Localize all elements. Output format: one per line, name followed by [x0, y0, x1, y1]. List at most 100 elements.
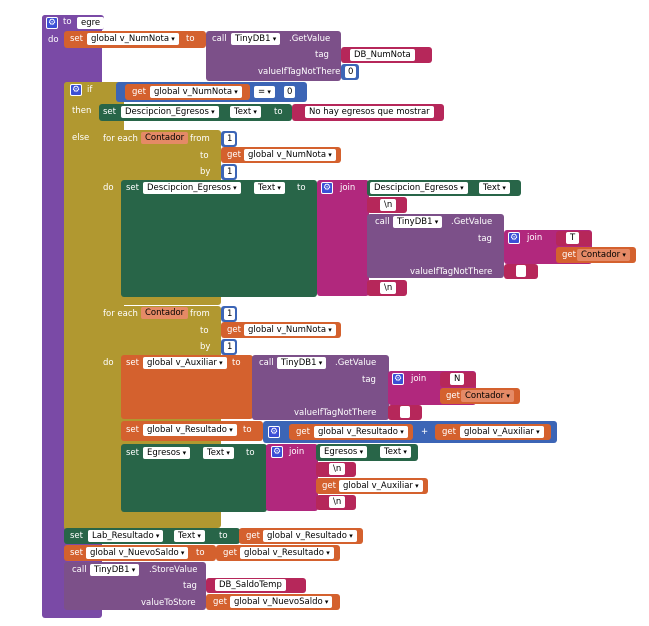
component-dropdown[interactable]: TinyDB1 — [231, 33, 281, 45]
value-if-tag-not-there-label: valueIfTagNotThere — [294, 408, 377, 418]
set-descripcion-join-block[interactable] — [121, 180, 317, 297]
property-dropdown[interactable]: Text — [203, 447, 234, 459]
join-mutator-gear-icon[interactable]: ⚙ — [271, 446, 283, 458]
get-keyword: get — [132, 87, 146, 97]
for-each-keyword: for each — [103, 134, 138, 144]
for-each-keyword: for each — [103, 309, 138, 319]
text-field[interactable]: DB_NumNota — [350, 49, 415, 61]
addition-mutator-gear-icon[interactable]: ⚙ — [268, 426, 280, 438]
set-keyword: set — [126, 358, 139, 368]
text-field[interactable] — [400, 406, 410, 418]
variable-dropdown[interactable]: global v_NuevoSaldo — [230, 596, 333, 608]
variable-dropdown[interactable]: global v_NumNota — [244, 324, 336, 336]
number-field[interactable]: 1 — [224, 341, 236, 353]
if-mutator-gear-icon[interactable]: ⚙ — [70, 84, 82, 96]
text-field[interactable]: No hay egresos que mostrar — [305, 106, 434, 118]
to-keyword: to — [219, 531, 228, 541]
component-dropdown[interactable]: TinyDB1 — [277, 357, 327, 369]
method-label: .GetValue — [289, 34, 331, 44]
get-keyword: get — [446, 391, 460, 401]
variable-dropdown[interactable]: global v_NuevoSaldo — [86, 547, 189, 559]
variable-dropdown[interactable]: global v_NumNota — [150, 86, 242, 98]
tag-label: tag — [362, 375, 376, 385]
text-field[interactable]: N — [450, 373, 465, 385]
call-keyword: call — [212, 34, 227, 44]
text-field[interactable]: DB_SaldoTemp — [215, 579, 286, 591]
get-keyword: get — [246, 531, 260, 541]
loop-variable-field[interactable]: Contador — [141, 132, 189, 144]
join-mutator-gear-icon[interactable]: ⚙ — [392, 373, 404, 385]
method-label: .StoreValue — [149, 565, 198, 575]
variable-dropdown[interactable]: global v_Resultado — [263, 530, 357, 542]
loop-variable-field[interactable]: Contador — [141, 307, 189, 319]
variable-dropdown[interactable]: global v_Auxiliar — [143, 357, 227, 369]
set-keyword: set — [70, 531, 83, 541]
variable-dropdown[interactable]: global v_Auxiliar — [460, 426, 544, 438]
number-field[interactable]: 1 — [224, 166, 236, 178]
from-label: from — [190, 309, 210, 319]
number-field[interactable]: 1 — [224, 308, 236, 320]
property-dropdown[interactable]: Text — [174, 530, 205, 542]
property-dropdown[interactable]: Text — [254, 182, 285, 194]
component-dropdown[interactable]: Descipcion_Egresos — [143, 182, 241, 194]
to-keyword: to — [232, 358, 241, 368]
mutator-gear-icon[interactable]: ⚙ — [46, 17, 58, 29]
join-mutator-gear-icon[interactable]: ⚙ — [321, 182, 333, 194]
text-field[interactable]: T — [566, 232, 580, 244]
join-keyword: join — [527, 233, 543, 243]
variable-dropdown[interactable]: global v_NumNota — [87, 33, 179, 45]
number-field[interactable]: 0 — [345, 66, 357, 78]
variable-dropdown[interactable]: global v_Resultado — [240, 547, 334, 559]
do-keyword: do — [103, 183, 114, 193]
component-dropdown[interactable]: TinyDB1 — [393, 216, 443, 228]
variable-dropdown[interactable]: global v_NumNota — [244, 149, 336, 161]
property-dropdown[interactable]: Text — [479, 182, 510, 194]
component-dropdown[interactable]: Egresos — [143, 447, 191, 459]
variable-dropdown[interactable]: Contador — [461, 390, 514, 402]
if-keyword: if — [87, 85, 93, 95]
component-dropdown[interactable]: TinyDB1 — [90, 564, 140, 576]
set-keyword: set — [103, 107, 116, 117]
text-field[interactable]: \n — [329, 496, 346, 508]
to-keyword: to — [186, 34, 195, 44]
variable-dropdown[interactable]: global v_Resultado — [143, 424, 237, 436]
component-dropdown[interactable]: Descipcion_Egresos — [121, 106, 219, 118]
tag-label: tag — [315, 50, 329, 60]
get-keyword: get — [562, 250, 576, 260]
number-field[interactable]: 0 — [284, 86, 296, 98]
property-dropdown[interactable]: Text — [380, 446, 411, 458]
to-label: to — [200, 151, 209, 161]
set-keyword: set — [126, 183, 139, 193]
operator-dropdown[interactable]: = — [254, 86, 275, 98]
text-field[interactable]: \n — [329, 463, 346, 475]
set-keyword: set — [126, 425, 139, 435]
tag-label: tag — [478, 234, 492, 244]
variable-dropdown[interactable]: global v_Auxiliar — [339, 480, 423, 492]
method-label: .GetValue — [335, 358, 377, 368]
procedure-name-field[interactable]: egre — [77, 17, 105, 29]
join-block[interactable] — [317, 180, 369, 296]
text-field[interactable]: \n — [380, 282, 397, 294]
component-dropdown[interactable]: Descipcion_Egresos — [370, 182, 468, 194]
from-label: from — [190, 134, 210, 144]
do-keyword: do — [103, 358, 114, 368]
to-keyword: to — [246, 448, 255, 458]
do-label: do — [48, 35, 59, 45]
plus-operator: + — [421, 427, 429, 437]
text-field[interactable] — [516, 265, 526, 277]
variable-dropdown[interactable]: global v_Resultado — [314, 426, 408, 438]
method-label: .GetValue — [451, 217, 493, 227]
property-dropdown[interactable]: Text — [230, 106, 261, 118]
else-keyword: else — [72, 133, 90, 143]
variable-dropdown[interactable]: Contador — [577, 249, 630, 261]
component-dropdown[interactable]: Lab_Resultado — [88, 530, 164, 542]
set-keyword: set — [126, 448, 139, 458]
get-keyword: get — [296, 427, 310, 437]
join-mutator-gear-icon[interactable]: ⚙ — [508, 232, 520, 244]
number-field[interactable]: 1 — [224, 133, 236, 145]
to-keyword: to — [196, 548, 205, 558]
get-keyword: get — [442, 427, 456, 437]
text-field[interactable]: \n — [380, 199, 397, 211]
get-keyword: get — [322, 481, 336, 491]
component-dropdown[interactable]: Egresos — [320, 446, 368, 458]
